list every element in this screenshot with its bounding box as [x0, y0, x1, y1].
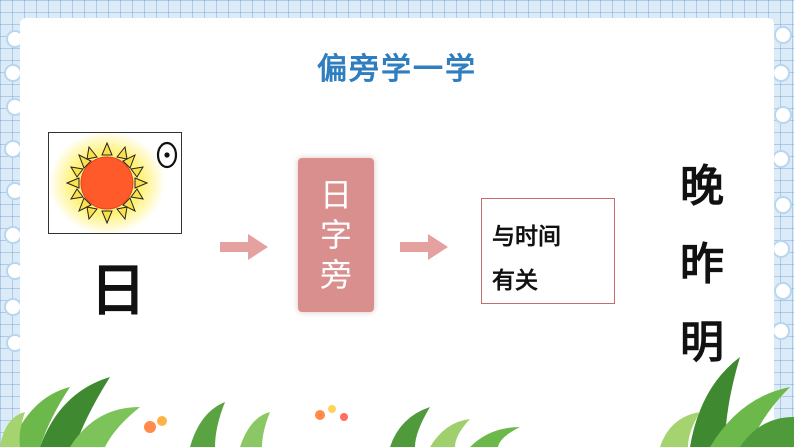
meaning-box: 与时间 有关 — [481, 198, 615, 304]
radical-char-2: 字 — [319, 216, 352, 254]
slide-title: 偏旁学一学 — [317, 52, 477, 87]
meaning-line-2: 有关 — [492, 267, 538, 294]
meaning-line-1: 与时间 — [492, 223, 561, 250]
example-character: 晚 — [680, 161, 724, 212]
plant-right — [660, 357, 794, 447]
sun-icon — [49, 133, 178, 233]
flower — [144, 405, 348, 433]
sun-picture — [48, 132, 182, 234]
radical-char-3: 旁 — [319, 256, 352, 294]
arrow-right-icon — [400, 234, 448, 260]
decorative-plants — [0, 357, 794, 447]
radical-char-1: 日 — [319, 176, 352, 214]
example-character: 昨 — [680, 239, 724, 290]
plant-left — [0, 377, 140, 447]
radical-box: 日 字 旁 — [298, 158, 374, 312]
arrow-right-icon — [220, 234, 268, 260]
example-character: 明 — [680, 317, 724, 368]
plant-middle — [190, 402, 520, 447]
picture-character: 日 — [90, 258, 146, 324]
